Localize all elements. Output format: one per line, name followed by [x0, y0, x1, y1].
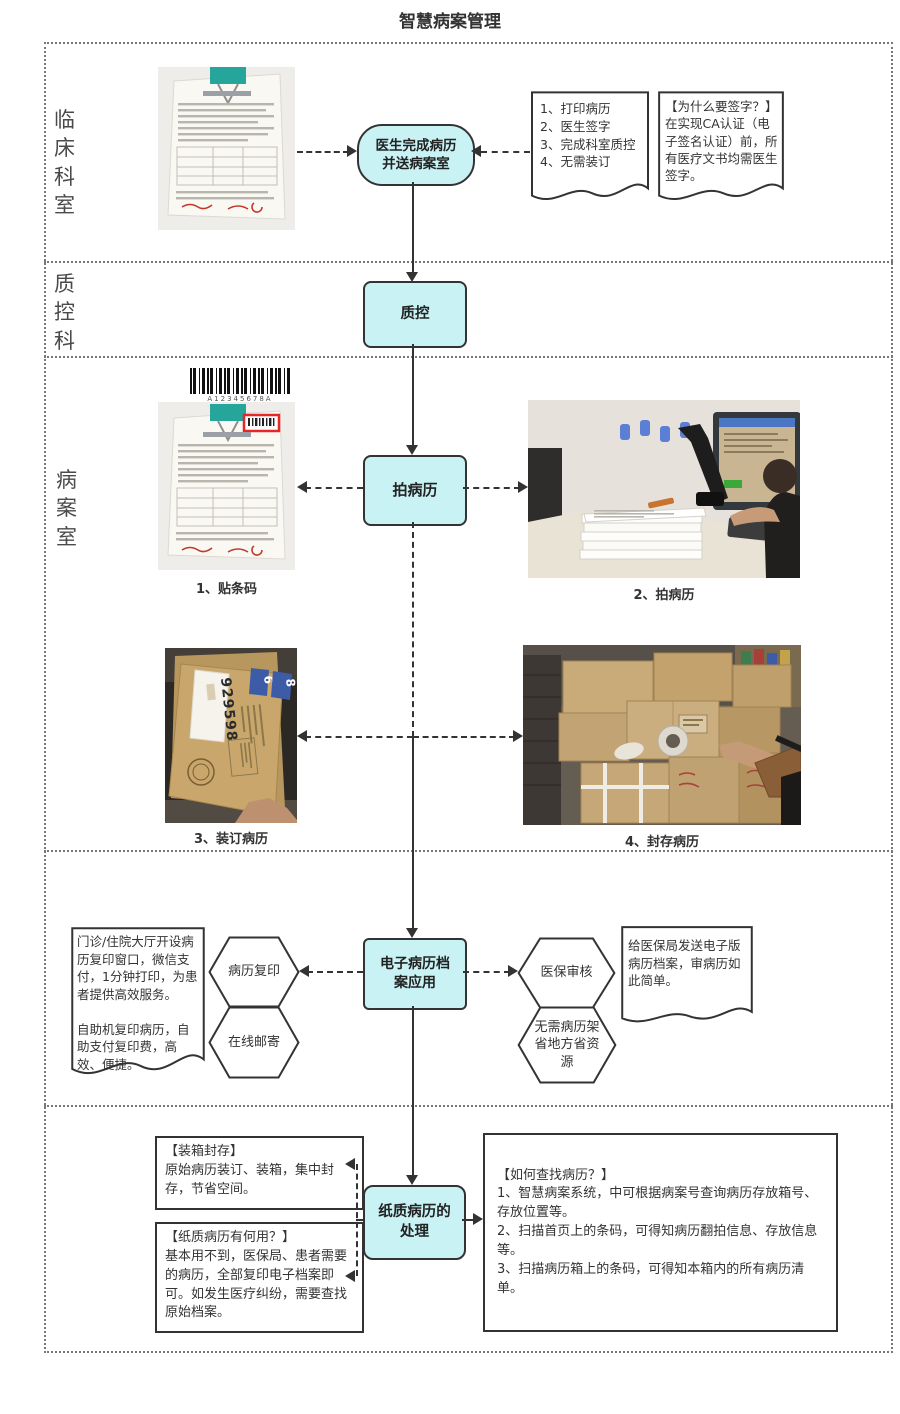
medical-record-illustration	[158, 67, 295, 230]
diagram-frame	[44, 42, 893, 1353]
note-steps-text: 1、打印病历 2、医生签字 3、完成科室质控 4、无需装订	[540, 101, 636, 170]
hexagon-insurance-review: 医保审核	[517, 937, 616, 1009]
lane-label-records-room: 病案室	[56, 468, 77, 549]
barcode-text: A12345678A	[207, 395, 273, 403]
medical-record-photo	[158, 67, 295, 230]
note-why-sign: 【为什么要签字？】 在实现CA认证（电子签名认证）前，所有医疗文书均需医生签字。	[657, 90, 785, 210]
arrowhead-down-icon	[406, 928, 418, 938]
note-copy-service-text: 门诊/住院大厅开设病历复印窗口，微信支付，1分钟打印，为患者提供高效服务。 自助…	[77, 934, 198, 1072]
arrow-notes-to-doctor	[481, 151, 530, 153]
paste-barcode-photo	[158, 402, 295, 570]
callout-sealed: 【装箱封存】 原始病历装订、装箱，集中封存，节省空间。	[155, 1136, 364, 1210]
node-paper-handling: 纸质病历的 处理	[363, 1185, 466, 1260]
connector-to-earchive	[412, 737, 414, 931]
document-shape-icon	[657, 90, 785, 210]
hexagon-record-copy-label: 病历复印	[227, 964, 280, 980]
arrowhead-right-icon	[518, 481, 528, 493]
node-photograph: 拍病历	[363, 455, 467, 526]
arrowhead-down-icon	[406, 272, 418, 282]
hexagon-shape-icon	[208, 1006, 300, 1079]
connector-photograph-down-dashed	[412, 522, 414, 737]
connector-paper-branch	[356, 1164, 358, 1276]
document-shape-icon	[70, 925, 206, 1085]
connector-doctor-to-qc	[412, 182, 414, 274]
caption-bind-record: 3、装订病历	[193, 832, 269, 847]
arrowhead-left-icon	[297, 481, 307, 493]
node-qc: 质控	[363, 281, 467, 348]
arrow-photo-to-doctor	[297, 151, 349, 153]
lane-divider-3	[44, 850, 893, 852]
note-why-sign-text: 【为什么要签字？】 在实现CA认证（电子签名认证）前，所有医疗文书均需医生签字。	[665, 99, 778, 183]
envelope-tag-6: 6	[261, 675, 276, 685]
note-copy-service: 门诊/住院大厅开设病历复印窗口，微信支付，1分钟打印，为患者提供高效服务。 自助…	[70, 925, 206, 1085]
connector-paper-left-stub	[356, 1219, 365, 1221]
arrowhead-right-icon	[473, 1213, 483, 1225]
envelope-illustration: 929598 6 8	[165, 648, 297, 823]
seal-record-photo	[523, 645, 801, 825]
arrowhead-left-icon	[297, 730, 307, 742]
connector-paper-right-stub	[462, 1219, 476, 1221]
document-shape-icon	[620, 925, 754, 1031]
arrowhead-right-icon	[508, 965, 518, 977]
hexagon-no-shelf-label: 无需病历架省地方省资源	[534, 1019, 600, 1070]
arrow-earchive-to-copy	[307, 971, 363, 973]
envelope-tag-8: 8	[283, 678, 297, 688]
hexagon-insurance-review-label: 医保审核	[540, 965, 593, 981]
caption-paste-barcode: 1、贴条码	[195, 582, 258, 597]
medical-record-barcode-illustration	[158, 402, 295, 570]
lane-divider-2	[44, 356, 893, 358]
caption-scan-record: 2、拍病历	[633, 588, 695, 603]
connector-earchive-to-paper	[412, 1006, 414, 1178]
caption-seal-record: 4、封存病历	[624, 835, 700, 850]
lane-label-qc: 质控科	[54, 272, 75, 353]
arrowhead-right-icon	[347, 145, 357, 157]
arrow-to-seal-photo	[413, 736, 515, 738]
arrow-photograph-to-scan	[463, 487, 520, 489]
page-title: 智慧病案管理	[399, 12, 501, 32]
arrow-earchive-to-review	[463, 971, 510, 973]
bind-record-photo: 929598 6 8	[165, 648, 297, 823]
callout-paper-use: 【纸质病历有何用？】 基本用不到，医保局、患者需要的病历，全部复印电子档案即可。…	[155, 1222, 364, 1333]
lane-divider-1	[44, 261, 893, 263]
hexagon-online-mail-label: 在线邮寄	[227, 1034, 280, 1050]
hexagon-record-copy: 病历复印	[208, 936, 300, 1008]
scan-desk-illustration	[528, 400, 800, 578]
arrowhead-left-icon	[345, 1270, 355, 1282]
note-steps: 1、打印病历 2、医生签字 3、完成科室质控 4、无需装订	[530, 90, 650, 210]
lane-divider-4	[44, 1105, 893, 1107]
arrowhead-down-icon	[406, 1175, 418, 1185]
document-shape-icon	[530, 90, 650, 210]
barcode-icon	[190, 368, 290, 394]
callout-how-find-text: 【如何查找病历？】 1、智慧病案系统，中可根据病案号查询病历存放箱号、存放位置等…	[497, 1167, 818, 1296]
connector-qc-to-photograph	[412, 344, 414, 447]
arrow-photograph-to-paste	[305, 487, 363, 489]
arrowhead-left-icon	[299, 965, 309, 977]
note-insurance-send-text: 给医保局发送电子版病历档案，审病历如此简单。	[628, 938, 741, 988]
storage-boxes-illustration	[523, 645, 801, 825]
arrowhead-down-icon	[406, 445, 418, 455]
hexagon-online-mail: 在线邮寄	[208, 1006, 300, 1079]
note-insurance-send: 给医保局发送电子版病历档案，审病历如此简单。	[620, 925, 754, 1031]
node-earchive: 电子病历档 案应用	[363, 938, 467, 1010]
hexagon-no-shelf: 无需病历架省地方省资源	[517, 1006, 617, 1084]
node-doctor-complete: 医生完成病历 并送病案室	[357, 124, 475, 186]
scan-desk-photo	[528, 400, 800, 578]
arrow-to-bind-photo	[305, 736, 413, 738]
arrowhead-left-icon	[345, 1158, 355, 1170]
lane-label-clinical: 临床科室	[54, 108, 75, 218]
arrowhead-left-icon	[471, 145, 481, 157]
hexagon-shape-icon	[517, 1006, 617, 1084]
arrowhead-right-icon	[513, 730, 523, 742]
envelope-number: 929598	[217, 677, 240, 743]
callout-how-find: 【如何查找病历？】 1、智慧病案系统，中可根据病案号查询病历存放箱号、存放位置等…	[483, 1133, 838, 1332]
